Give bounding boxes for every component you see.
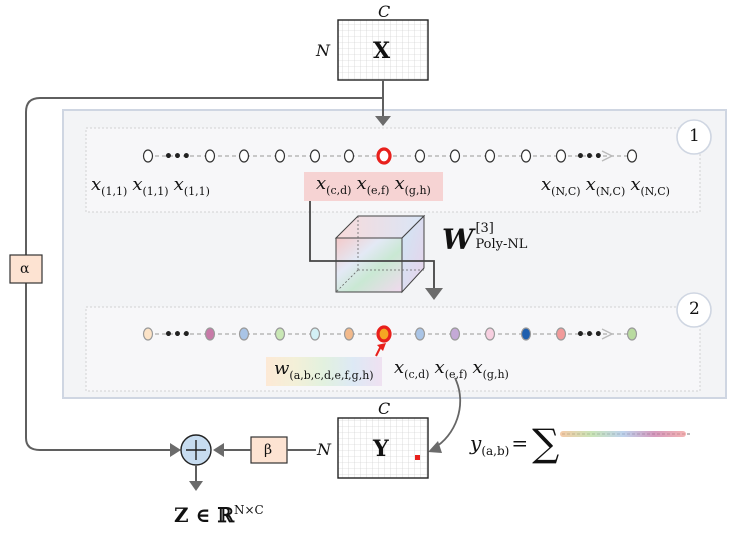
arrow-head-output [428,441,442,453]
tensor-subscript: Poly-NL [475,237,528,252]
p1-left-sub-1: (1,1) [142,185,169,198]
sequence-dot [309,149,321,163]
weight-dot [449,327,461,341]
beta-label: β [264,442,273,458]
panel-2-sequence: ••• ••• [142,325,638,343]
p1-mid-sub-1: (e,f) [366,184,390,197]
p2-mid-sub-2: (g,h) [482,368,509,381]
input-cols-label: C [378,2,391,21]
input-matrix-label: X [373,38,391,64]
panel-2-mid-labels: x(c,d) x(e,f) x(g,h) [394,357,509,381]
p1-right-sub-1: (N,C) [595,185,626,198]
eq-sum: ∑ [532,421,560,465]
panel-1-badge-circle [676,119,712,155]
sequence-dot [626,149,638,163]
p1-right-sub-2: (N,C) [640,185,670,198]
input-matrix [337,19,429,81]
ellipsis-right: ••• [576,149,603,165]
panel-2-badge-circle [676,292,712,328]
sequence-dot [520,149,532,163]
weight-dot [142,327,154,341]
tensor-cube [334,214,426,294]
panel-2-weight-label: w(a,b,c,d,e,f,g,h) [266,357,382,386]
p1-mid-sub-0: (c,d) [326,184,352,197]
result-text: Z ∈ ℝ [174,503,234,527]
eq-lhs-sub: (a,b) [481,444,510,458]
panel-1-right-labels: x(N,C) x(N,C) x(N,C) [541,174,670,198]
p1-right-sub-0: (N,C) [551,185,581,198]
beta-arrow-head [213,443,224,457]
arrow-head-z [189,481,203,491]
p1-left-sub-0: (1,1) [101,185,128,198]
panel-2 [85,306,701,392]
weight-dot [309,327,321,341]
weight-dot [555,327,567,341]
panel-1-badge: 1 [689,126,700,146]
eq-lhs-symbol: y [470,431,482,455]
alpha-label: α [20,261,30,277]
sequence-dot [343,149,355,163]
output-matrix [337,417,429,479]
sequence-dot [555,149,567,163]
panel-1-mid-labels: x(c,d) x(e,f) x(g,h) [304,172,443,201]
skip-arrow-head [170,443,181,457]
ellipsis-right: ••• [576,327,603,343]
input-rows-label: N [316,41,330,60]
weight-dot [238,327,250,341]
tensor-superscript: [3] [475,221,494,236]
sequence-dot [238,149,250,163]
sequence-dot [414,149,426,163]
p1-left-sub-2: (1,1) [183,185,210,198]
sequence-dot [449,149,461,163]
weight-dot [274,327,286,341]
p1-mid-sub-2: (g,h) [404,184,431,197]
highlighted-element [376,325,392,343]
sequence-end-arrow [601,150,614,162]
highlighted-element [376,147,392,165]
p2-mid-sub-0: (c,d) [404,368,430,381]
sequence-dot [274,149,286,163]
sequence-dot [142,149,154,163]
ellipsis-left: ••• [164,327,191,343]
tensor-label: W[3]Poly-NL [442,222,528,256]
result-label: Z ∈ ℝN×C [174,503,264,527]
flow-into-tensor [309,201,380,262]
weight-dot [414,327,426,341]
ellipsis-left: ••• [164,149,191,165]
alpha-box [9,254,43,284]
panel-1-left-labels: x(1,1) x(1,1) x(1,1) [91,174,210,198]
p2-mid-sub-1: (e,f) [444,368,468,381]
weight-pointer-head [377,343,386,351]
weight-sub: (a,b,c,d,e,f,g,h) [289,369,374,382]
weight-dot [484,327,496,341]
output-equation: y(a,b)=∑ [470,418,559,462]
panel-1-sequence: ••• ••• [142,147,638,165]
weight-dot [520,327,532,341]
sequence-dot [204,149,216,163]
panel-2-badge: 2 [689,299,700,319]
sequence-dot [484,149,496,163]
output-matrix-label: Y [373,436,389,462]
flow-panel2-to-output [433,377,462,449]
sequence-end-arrow [601,328,614,340]
output-rows-label: N [317,440,331,459]
result-superscript: N×C [233,503,264,517]
flow-out-of-tensor [380,260,435,290]
arrow-head-to-panel-2 [425,288,443,300]
sum-mini-sequence [560,431,690,437]
eq-equals: = [511,431,529,455]
weight-dot [626,327,638,341]
arrow-head-input [375,116,391,126]
tensor-symbol: W [442,223,474,256]
output-cols-label: C [378,399,391,418]
weight-dot [343,327,355,341]
weight-dot [204,327,216,341]
output-element-marker [415,455,420,460]
